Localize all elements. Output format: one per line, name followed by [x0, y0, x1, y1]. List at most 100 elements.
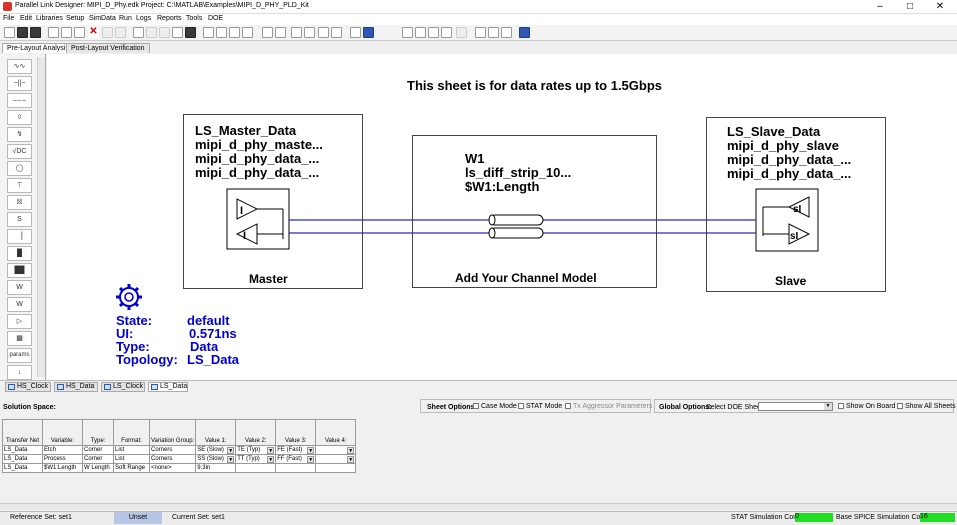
gear-icon[interactable] — [116, 284, 142, 310]
cell-group[interactable]: <none> — [148, 463, 197, 473]
sheet-tab-hs-data[interactable]: HS_Data — [54, 382, 98, 392]
menu-simdata[interactable]: SimData — [89, 15, 116, 22]
cell-value-4[interactable]: ▼ — [315, 445, 357, 455]
report-2-icon[interactable] — [415, 27, 426, 38]
paste-icon[interactable] — [74, 27, 85, 38]
redo-icon[interactable] — [115, 27, 126, 38]
zoom-out-icon[interactable] — [242, 27, 253, 38]
s-parameter-icon[interactable]: S — [7, 212, 32, 227]
probe-icon[interactable]: ↓ — [7, 365, 32, 380]
sheet-tab-ls-data[interactable]: LS_Data — [148, 382, 188, 392]
menu-setup[interactable]: Setup — [66, 15, 85, 22]
cell-value-1[interactable]: SE (Slow)▼ — [195, 445, 237, 455]
tab-pre-layout-analysis[interactable]: Pre-Layout Analysis — [2, 43, 74, 53]
cell-value-3[interactable]: FE (Fast)▼ — [275, 445, 317, 455]
menu-libraries[interactable]: Libraries — [36, 15, 63, 22]
doc-icon[interactable] — [488, 27, 499, 38]
copy-icon[interactable] — [61, 27, 72, 38]
cell-variable[interactable]: $W1:Length — [42, 463, 83, 473]
cell-value-1[interactable]: 9.3in — [195, 463, 237, 473]
checkbox[interactable] — [838, 403, 844, 410]
undo-icon[interactable] — [102, 27, 113, 38]
minimize-button[interactable]: – — [877, 1, 883, 12]
palette-scrollbar[interactable] — [37, 57, 45, 377]
zoom-in-icon[interactable] — [229, 27, 240, 38]
diff-tline-icon[interactable]: ██ — [7, 263, 32, 278]
chevron-down-icon[interactable]: ▼ — [267, 455, 275, 463]
help-icon[interactable] — [501, 27, 512, 38]
wire-icon[interactable] — [146, 27, 157, 38]
pan-icon[interactable] — [185, 27, 196, 38]
inductor-icon[interactable]: ⌢⌢⌢ — [7, 93, 32, 108]
menu-reports[interactable]: Reports — [157, 15, 182, 22]
report-5-icon[interactable] — [456, 27, 467, 38]
cell-value-4[interactable]: ▼ — [315, 454, 357, 464]
zoom-fit-icon[interactable] — [203, 27, 214, 38]
cell-net[interactable]: LS_Data — [2, 463, 43, 473]
coupling-icon[interactable]: ▕ — [7, 229, 32, 244]
cell-type[interactable]: Corner — [82, 445, 114, 455]
resistor-icon[interactable]: ∿∿ — [7, 59, 32, 74]
cell-variable[interactable]: Process — [42, 454, 83, 464]
cut-icon[interactable] — [48, 27, 59, 38]
menu-edit[interactable]: Edit — [20, 15, 33, 22]
menu-file[interactable]: File — [3, 15, 15, 22]
select-icon[interactable] — [133, 27, 144, 38]
ac-source-icon[interactable]: ◯ — [7, 161, 32, 176]
simulate-icon[interactable] — [350, 27, 361, 38]
ground-icon[interactable]: ⊤ — [7, 178, 32, 193]
wire-model-icon[interactable]: W — [7, 280, 32, 295]
cell-value-2[interactable] — [235, 463, 277, 473]
doe-icon[interactable] — [519, 27, 530, 38]
delete-icon[interactable]: ✕ — [88, 26, 99, 38]
cell-group[interactable]: Corners — [148, 454, 197, 464]
case-mode-checkbox[interactable]: Case Mode — [473, 403, 517, 410]
show-on-board-checkbox[interactable]: Show On Board — [838, 403, 895, 410]
cell-type[interactable]: W Length — [82, 463, 114, 473]
horizontal-scrollbar[interactable] — [0, 503, 957, 510]
menu-logs[interactable]: Logs — [136, 15, 152, 22]
sheet-tab-hs-clock[interactable]: HS_Clock — [5, 382, 51, 392]
edit-sheet-icon[interactable] — [275, 27, 286, 38]
check-icon[interactable] — [475, 27, 486, 38]
cell-variable[interactable]: Etch — [42, 445, 83, 455]
capacitor-icon[interactable]: −||− — [7, 76, 32, 91]
table-row[interactable]: LS_Data Process Corner List Corners SS (… — [2, 454, 357, 464]
open-icon[interactable] — [17, 27, 28, 38]
checkbox[interactable] — [473, 403, 479, 410]
batch-sim-icon[interactable] — [363, 27, 374, 38]
stat-mode-checkbox[interactable]: STAT Mode — [518, 403, 562, 410]
voltage-source-icon[interactable]: √DC — [7, 144, 32, 159]
move-icon[interactable] — [172, 27, 183, 38]
transformer-icon[interactable]: ◊ — [7, 110, 32, 125]
show-all-sheets-checkbox[interactable]: Show All Sheets — [897, 403, 956, 410]
report-4-icon[interactable] — [441, 27, 452, 38]
menu-run[interactable]: Run — [119, 15, 132, 22]
save-icon[interactable] — [30, 27, 41, 38]
library-3-icon[interactable] — [318, 27, 329, 38]
cell-net[interactable]: LS_Data — [2, 445, 43, 455]
cell-value-4[interactable] — [315, 463, 357, 473]
library-2-icon[interactable] — [304, 27, 315, 38]
chevron-down-icon[interactable]: ▼ — [227, 446, 235, 454]
cell-format[interactable]: List — [113, 445, 150, 455]
params-button[interactable]: params — [7, 348, 32, 363]
cell-type[interactable]: Corner — [82, 454, 114, 464]
sheet-icon[interactable] — [262, 27, 273, 38]
bus-icon[interactable] — [159, 27, 170, 38]
zoom-area-icon[interactable] — [216, 27, 227, 38]
sheet-tab-ls-clock[interactable]: LS_Clock — [101, 382, 145, 392]
report-1-icon[interactable] — [402, 27, 413, 38]
doe-sheet-select[interactable]: ▼ — [758, 402, 833, 411]
chevron-down-icon[interactable]: ▼ — [227, 455, 235, 463]
maximize-button[interactable]: □ — [906, 1, 914, 12]
chevron-down-icon[interactable]: ▼ — [347, 446, 355, 454]
diff-pair-wires[interactable] — [289, 214, 756, 239]
table-row[interactable]: LS_Data Etch Corner List Corners SE (Slo… — [2, 445, 357, 455]
cell-group[interactable]: Corners — [148, 445, 197, 455]
chevron-down-icon[interactable]: ▼ — [307, 446, 315, 454]
library-4-icon[interactable] — [331, 27, 342, 38]
cell-value-3[interactable]: FF (Fast)▼ — [275, 454, 317, 464]
switch-icon[interactable]: ☒ — [7, 195, 32, 210]
cell-value-3[interactable] — [275, 463, 317, 473]
